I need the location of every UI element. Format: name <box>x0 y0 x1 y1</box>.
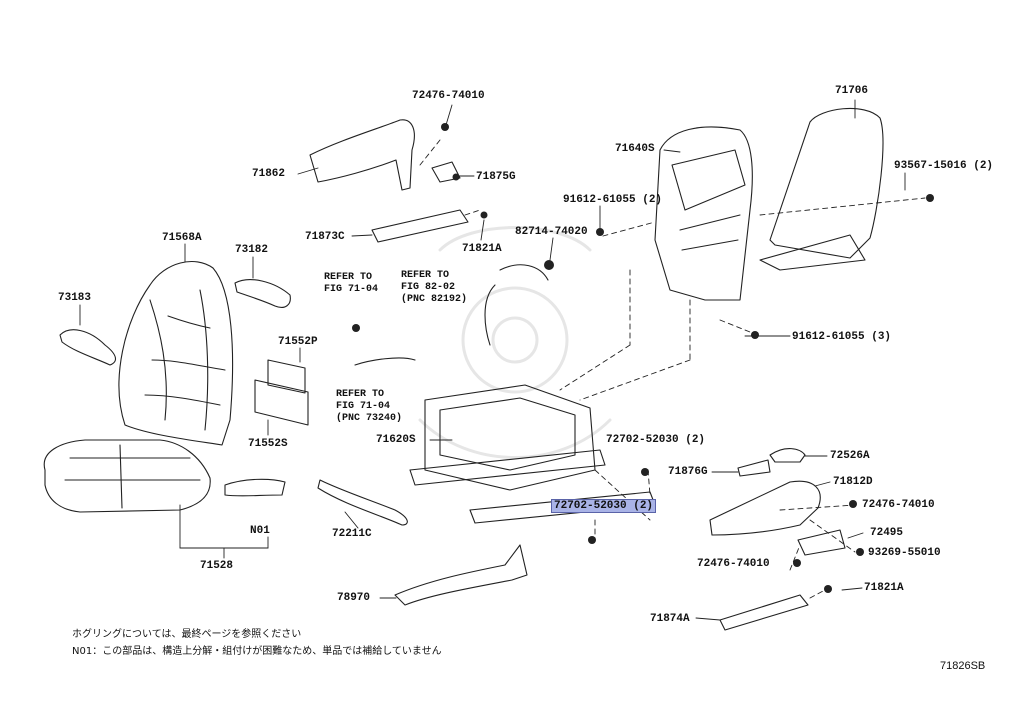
part-label: 71876G <box>668 466 708 478</box>
part-label: 73183 <box>58 292 92 304</box>
reference-text: REFER TO <box>401 270 450 281</box>
part-label: 93567-15016 (2) <box>894 160 994 172</box>
side-trim-73183 <box>59 329 116 366</box>
part-label: 71552P <box>278 336 318 348</box>
part-label: 72476-74010 <box>697 558 770 570</box>
part-label: 91612-61055 (2) <box>563 194 663 206</box>
part-label: 71706 <box>835 85 869 97</box>
wire-harness-2 <box>354 357 416 366</box>
pad-73182 <box>234 279 291 308</box>
part-label: 71862 <box>252 168 286 180</box>
note-text: ホグリングについては、最終ページを参照ください <box>72 629 302 640</box>
part-label: 73182 <box>235 244 269 256</box>
clip-71875G <box>431 161 461 183</box>
part-label: 71875G <box>476 171 516 183</box>
shield-71812D <box>709 480 821 536</box>
rod-78970 <box>394 544 528 606</box>
seatback-board-tab <box>759 234 866 271</box>
reference-text: FIG 71-04 <box>324 284 379 295</box>
pad-71552P <box>267 359 306 394</box>
part-label: 71552S <box>248 438 288 450</box>
reference-text: FIG 71-04 <box>336 401 391 412</box>
seat-cushion-cover <box>43 439 211 513</box>
part-label: 71620S <box>376 434 416 446</box>
part-label: 72476-74010 <box>862 499 935 511</box>
part-label: 71812D <box>833 476 873 488</box>
seatback-board <box>769 107 884 259</box>
wire-harness <box>484 264 549 346</box>
part-label: 93269-55010 <box>868 547 941 559</box>
seatback-frame <box>654 126 753 301</box>
part-label: 72495 <box>870 527 904 539</box>
part-label: 71568A <box>162 232 202 244</box>
part-label: 82714-74020 <box>515 226 588 238</box>
part-label: 72476-74010 <box>412 90 485 102</box>
part-label: 71873C <box>305 231 345 243</box>
part-label: 71640S <box>615 143 655 155</box>
part-label: 72211C <box>332 528 372 540</box>
seat-back-cover <box>118 260 234 446</box>
part-label: 71821A <box>462 243 502 255</box>
seatback-side-71862 <box>309 119 415 191</box>
part-72495 <box>797 529 846 556</box>
cover-71874A <box>719 594 809 631</box>
part-label: 72702-52030 (2) <box>606 434 706 446</box>
cover-71873C <box>371 209 469 243</box>
part-N01 <box>224 478 286 497</box>
reference-text: (PNC 82192) <box>401 294 468 305</box>
reference-text: (PNC 73240) <box>336 413 403 424</box>
watermark-emblem <box>418 226 612 459</box>
reference-text: FIG 82-02 <box>401 282 456 293</box>
cover-71876G <box>737 459 771 477</box>
reference-text: REFER TO <box>324 272 373 283</box>
part-label: 78970 <box>337 592 371 604</box>
figure-code: 71826SB <box>940 660 986 672</box>
wire-72211C <box>317 479 408 526</box>
part-label: 71821A <box>864 582 904 594</box>
pad-71552S <box>254 379 309 426</box>
part-label: 71874A <box>650 613 690 625</box>
part-label: 72526A <box>830 450 870 462</box>
note-text: N01：この部品は、構造上分解・組付けが困難なため、単品では補給していません <box>72 646 442 657</box>
highlighted-part-label[interactable]: 72702-52030 (2) <box>550 499 657 513</box>
part-label: N01 <box>250 525 270 537</box>
part-label: 71528 <box>200 560 234 572</box>
reference-text: REFER TO <box>336 389 385 400</box>
cover-72526A <box>769 448 806 463</box>
part-label: 91612-61055 (3) <box>792 331 892 343</box>
